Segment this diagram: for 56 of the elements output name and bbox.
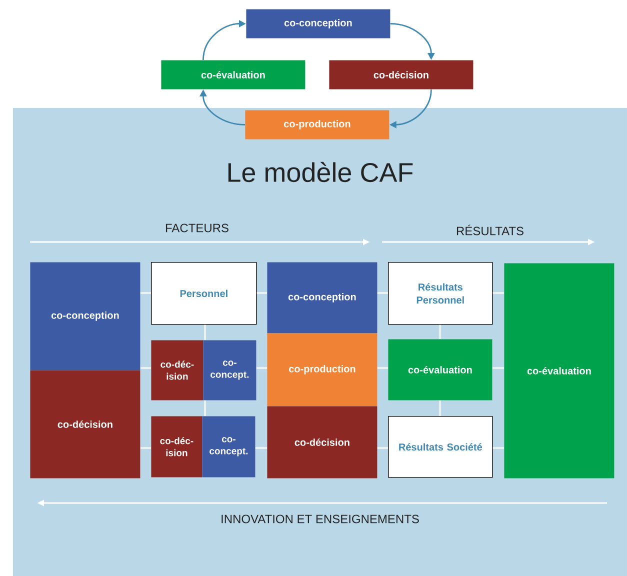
node-label: Personnel xyxy=(180,290,228,298)
factor-box xyxy=(504,263,614,478)
connector-line xyxy=(140,367,151,369)
connector-line xyxy=(204,324,206,340)
connector-line xyxy=(377,292,388,294)
result-box xyxy=(151,262,257,325)
connector-line xyxy=(377,447,388,449)
factor-box xyxy=(267,406,378,478)
node-label: co- concept. xyxy=(210,437,248,456)
factor-box xyxy=(202,416,256,478)
result-box xyxy=(388,262,493,325)
node-label: Résultats Personnel xyxy=(416,283,464,304)
node-label: co-conception xyxy=(51,312,119,321)
factor-box xyxy=(30,262,140,370)
node-label: co-décision xyxy=(294,438,350,446)
node-label: co-conception xyxy=(284,19,352,28)
factor-box xyxy=(329,60,474,90)
connector-line xyxy=(140,292,151,294)
factor-box xyxy=(30,370,140,478)
connector-line xyxy=(439,324,441,339)
factor-box xyxy=(246,9,390,38)
factor-box xyxy=(388,339,492,400)
node-label: co-conception xyxy=(288,293,356,302)
node-label: co-évaluation xyxy=(408,366,472,374)
node-label: co-décision xyxy=(374,70,428,78)
factor-box xyxy=(151,416,202,478)
node-label: Résultats Société xyxy=(399,443,482,451)
node-label: co- concept. xyxy=(210,360,249,380)
connector-line xyxy=(204,400,206,416)
connector-line xyxy=(439,400,441,416)
factor-box xyxy=(267,262,378,334)
result-box xyxy=(388,416,493,478)
node-label: co-production xyxy=(284,120,350,130)
factor-box xyxy=(267,333,378,406)
factor-box xyxy=(151,340,204,400)
section-label: INNOVATION ET ENSEIGNEMENTS xyxy=(222,514,419,524)
connector-line xyxy=(492,367,504,369)
node-label: co-déc- ision xyxy=(160,437,194,456)
node-label: co-évaluation xyxy=(201,70,265,78)
connector-line xyxy=(256,367,267,369)
connector-line xyxy=(492,447,504,449)
connector-line xyxy=(140,447,151,449)
node-label: co-évaluation xyxy=(527,366,591,374)
factor-box xyxy=(245,110,390,140)
node-label: co-production xyxy=(288,365,356,374)
connector-line xyxy=(256,292,267,294)
node-label: co-décision xyxy=(58,420,112,428)
factor-box xyxy=(203,340,256,400)
section-label: FACTEURS xyxy=(166,224,228,232)
title: Le modèle CAF xyxy=(228,162,413,182)
node-label: co-déc- ision xyxy=(160,360,194,380)
connector-line xyxy=(377,367,388,369)
section-label: RÉSULTATS xyxy=(456,224,524,236)
connector-line xyxy=(492,292,504,294)
factor-box xyxy=(161,60,306,90)
connector-line xyxy=(255,447,267,449)
